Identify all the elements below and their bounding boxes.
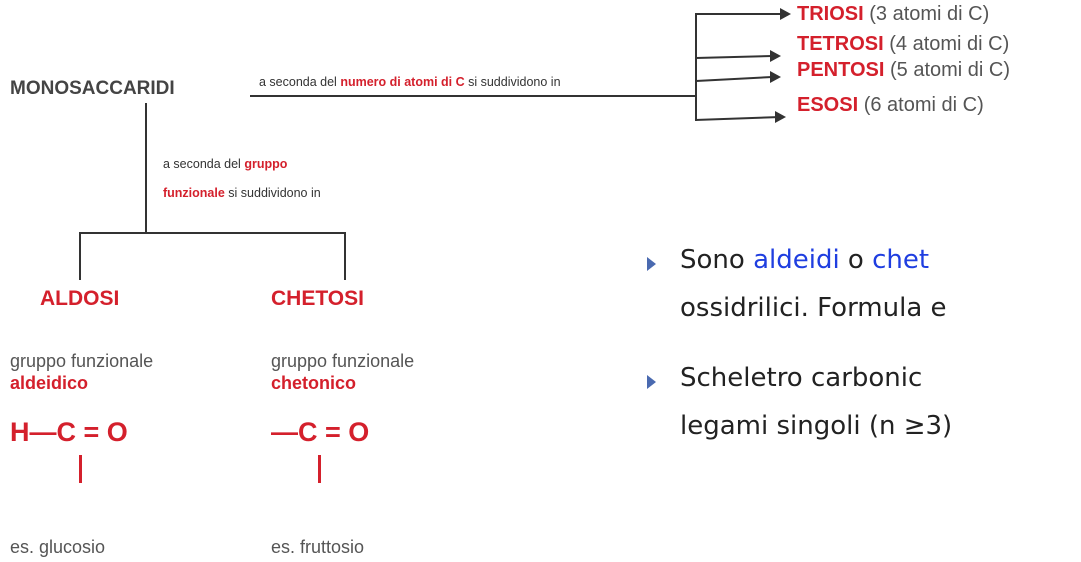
type-name: TETROSI [797, 33, 884, 55]
type-desc: (5 atomi di C) [884, 59, 1011, 81]
chetosi-group-value: chetonico [271, 373, 357, 393]
arrow-head-esosi [775, 111, 786, 123]
root-down-line [145, 103, 147, 233]
branch-right-down [344, 232, 346, 280]
type-tetrosi: TETROSI (4 atomi di C) [797, 33, 1009, 55]
bullet-marker-1 [647, 257, 656, 271]
carbon-caption-before: a seconda del [259, 75, 341, 89]
types-bracket-vertical [695, 13, 697, 121]
arrow-head-triosi [780, 8, 791, 20]
type-triosi: TRIOSI (3 atomi di C) [797, 3, 989, 25]
arrow-head-tetrosi [770, 50, 781, 62]
functional-caption-highlight1: gruppo [244, 157, 288, 171]
functional-split-caption-line1: a seconda del gruppo [163, 157, 287, 171]
aldosi-example: es. glucosio [10, 537, 106, 557]
functional-caption-after: si suddividono in [224, 186, 321, 200]
chetosi-example: es. fruttosio [271, 537, 365, 557]
carbon-split-caption: a seconda del numero di atomi di C si su… [259, 75, 561, 89]
carbon-caption-highlight: numero di atomi di C [340, 75, 465, 89]
aldosi-group-value: aldeidico [10, 373, 89, 393]
type-name: ESOSI [797, 94, 859, 116]
bullet-2-line2: legami singoli (n ≥3) [680, 411, 953, 441]
type-desc: (3 atomi di C) [863, 3, 990, 25]
functional-caption-before: a seconda del [163, 157, 245, 171]
branch-left-down [79, 232, 81, 280]
bullet-2-line1: Scheletro carbonic [680, 363, 923, 393]
type-pentosi: PENTOSI (5 atomi di C) [797, 59, 1010, 81]
type-esosi: ESOSI (6 atomi di C) [797, 94, 984, 116]
arrow-line-esosi [694, 116, 777, 121]
functional-split-caption-line2: funzionale si suddividono in [163, 186, 321, 200]
chetosi-group-label: gruppo funzionale [271, 351, 415, 371]
bullet-1-chet: chet [872, 245, 930, 275]
type-desc: (6 atomi di C) [858, 94, 984, 116]
type-desc: (4 atomi di C) [883, 33, 1010, 55]
chetosi-formula: —C = O [271, 417, 370, 447]
bullet-1-start: Sono [680, 245, 754, 275]
branch-split-line [79, 232, 345, 234]
chetosi-title: CHETOSI [271, 287, 364, 310]
carbon-caption-after: si suddividono in [464, 75, 561, 89]
root-to-bracket-line [250, 95, 696, 97]
bullet-1-line2: ossidrilici. Formula e [680, 293, 947, 323]
aldosi-formula-bond [79, 455, 82, 483]
arrow-line-tetrosi [695, 55, 773, 59]
root-title: MONOSACCARIDI [10, 78, 175, 99]
arrow-head-pentosi [770, 71, 781, 83]
aldosi-title: ALDOSI [40, 287, 120, 310]
bullet-1-o: o [839, 245, 873, 275]
aldosi-formula: H—C = O [10, 417, 128, 447]
chetosi-formula-bond [318, 455, 321, 483]
type-name: TRIOSI [797, 3, 864, 25]
aldosi-group-label: gruppo funzionale [10, 351, 154, 371]
bullet-marker-2 [647, 375, 656, 389]
type-name: PENTOSI [797, 59, 885, 81]
bullet-1-aldeidi: aldeidi [753, 245, 840, 275]
functional-caption-highlight2: funzionale [163, 186, 225, 200]
arrow-line-pentosi [695, 76, 772, 82]
bullet-1-line1: Sono aldeidi o chet [680, 245, 929, 275]
arrow-line-triosi [695, 13, 781, 15]
